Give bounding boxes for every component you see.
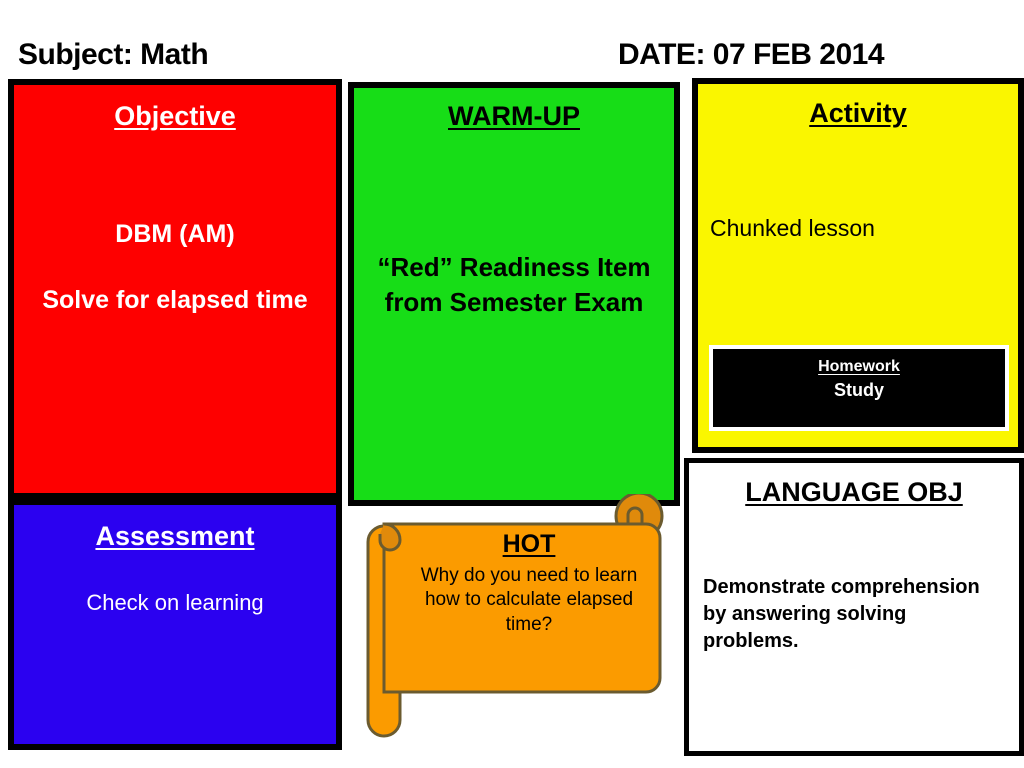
warmup-title: WARM-UP	[448, 101, 580, 131]
hot-scroll-shape: HOT Why do you need to learn how to calc…	[362, 494, 664, 746]
assessment-body: Check on learning	[86, 590, 264, 615]
assessment-title: Assessment	[95, 521, 255, 551]
hot-body: Why do you need to learn how to calculat…	[420, 565, 638, 635]
scroll-icon	[366, 494, 664, 738]
homework-title: Homework	[818, 358, 900, 375]
warmup-body: “Red” Readiness Item from Semester Exam	[377, 252, 651, 317]
objective-body: DBM (AM) Solve for elapsed time	[14, 218, 336, 316]
hot-title: HOT	[502, 530, 556, 558]
language-objective-title: LANGUAGE OBJ	[745, 477, 963, 507]
warmup-panel: WARM-UP “Red” Readiness Item from Semest…	[348, 82, 680, 506]
activity-body: Chunked lesson	[710, 215, 875, 241]
hot-text-block: HOT Why do you need to learn how to calc…	[408, 530, 650, 637]
activity-panel: Activity Chunked lesson Homework Study	[692, 78, 1024, 453]
objective-title: Objective	[114, 101, 236, 131]
objective-line-1: DBM (AM)	[115, 220, 235, 248]
language-objective-body: Demonstrate comprehension by answering s…	[703, 576, 980, 652]
homework-body: Study	[833, 380, 884, 400]
objective-panel: Objective DBM (AM) Solve for elapsed tim…	[8, 79, 342, 499]
subject-label: Subject: Math	[18, 38, 209, 71]
date-label: DATE: 07 FEB 2014	[618, 38, 885, 71]
activity-title: Activity	[809, 98, 907, 128]
homework-panel: Homework Study	[709, 345, 1009, 431]
objective-line-2: Solve for elapsed time	[42, 286, 308, 314]
assessment-panel: Assessment Check on learning	[8, 499, 342, 750]
language-objective-panel: LANGUAGE OBJ Demonstrate comprehension b…	[684, 458, 1024, 756]
